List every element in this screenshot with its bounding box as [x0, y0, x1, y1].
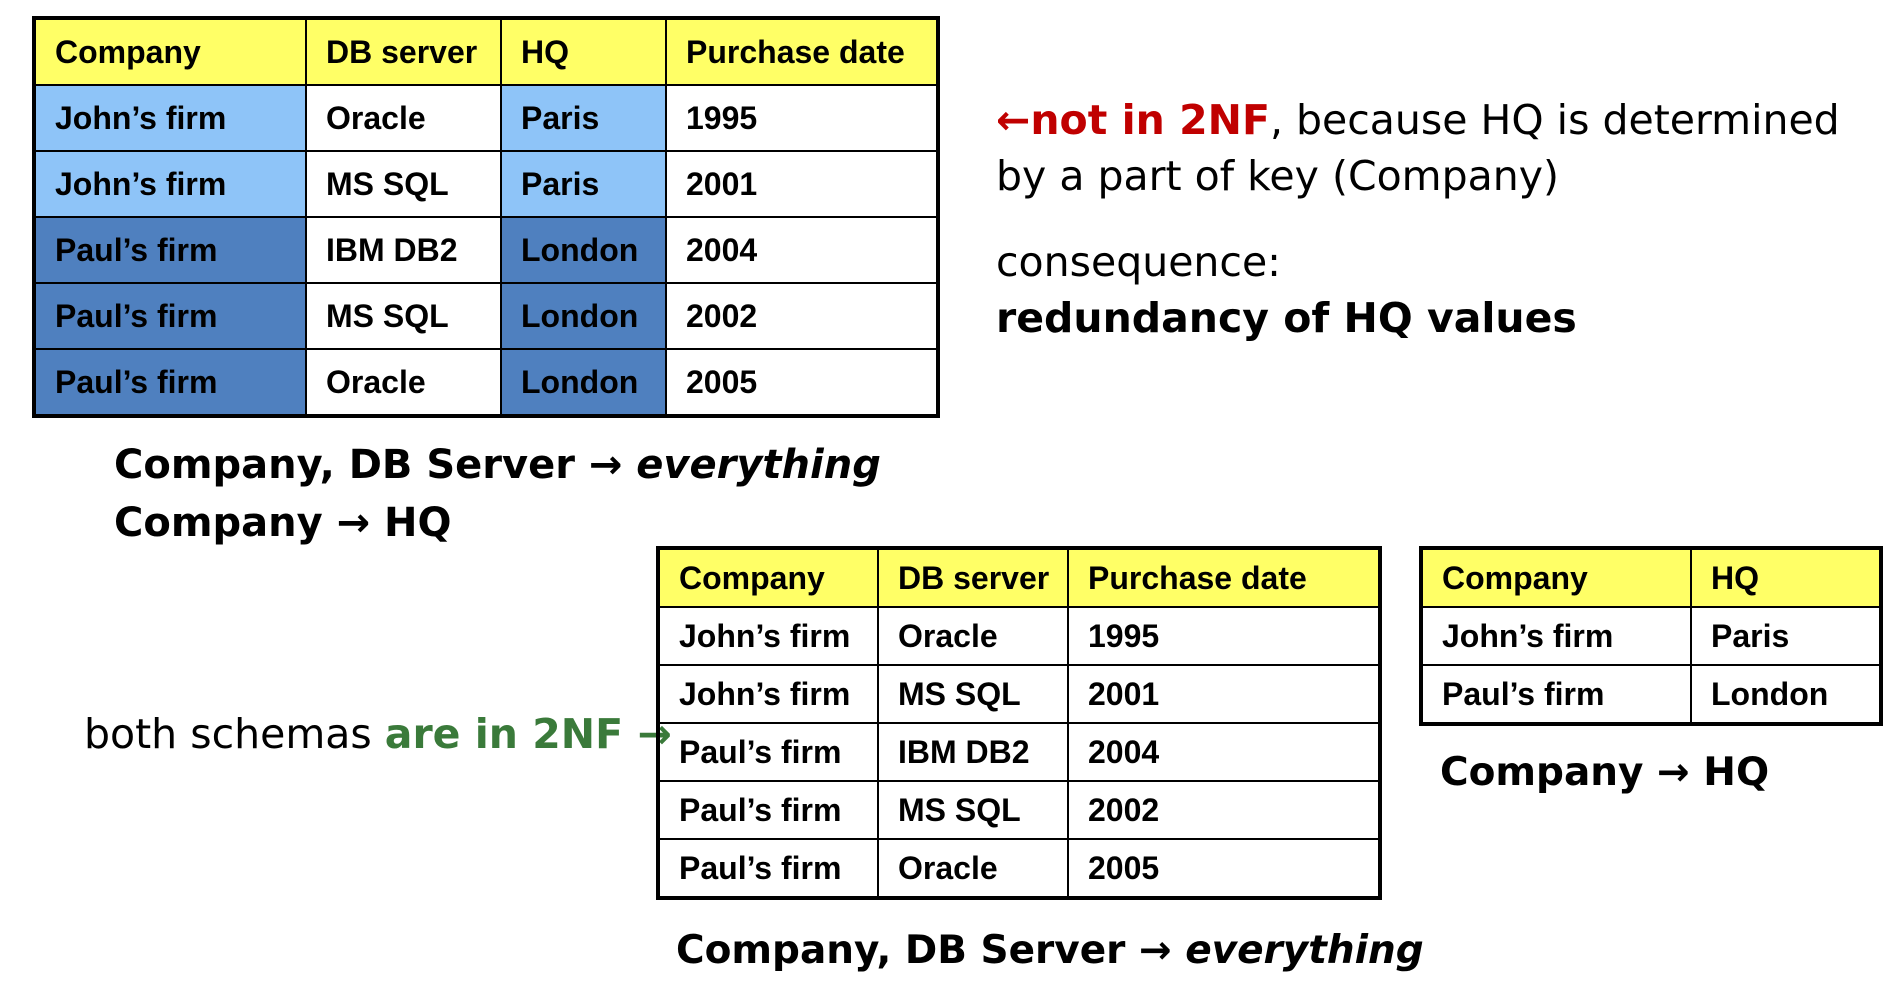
cell-db-server: IBM DB2 — [305, 216, 502, 284]
consequence-label: consequence: — [996, 238, 1281, 286]
cell-company: John’s firm — [33, 150, 307, 218]
table-row: Paul’s firm MS SQL 2002 — [657, 780, 1381, 840]
cell-hq: London — [500, 282, 667, 350]
fd-main-lhs: Company, DB Server → — [114, 442, 623, 488]
table-row: Paul’s firm IBM DB2 London 2004 — [33, 216, 939, 284]
not-2nf-line-2: by a part of key (Company) — [996, 152, 1559, 200]
cell-hq: London — [500, 348, 667, 417]
header-hq: HQ — [500, 17, 667, 86]
redundancy-text: redundancy of HQ values — [996, 294, 1577, 342]
header-db-server: DB server — [877, 547, 1069, 608]
table-row: John’s firm Paris — [1420, 606, 1882, 666]
fd-left-everything: everything — [1185, 928, 1424, 973]
fd-left-lhs: Company, DB Server → — [676, 928, 1172, 973]
cell-company: John’s firm — [1420, 606, 1692, 666]
table-row: Paul’s firm MS SQL London 2002 — [33, 282, 939, 350]
cell-purchase-date: 2004 — [1067, 722, 1381, 782]
header-purchase-date: Purchase date — [665, 17, 939, 86]
cell-company: Paul’s firm — [33, 348, 307, 417]
table-row: John’s firm MS SQL Paris 2001 — [33, 150, 939, 218]
header-company: Company — [657, 547, 879, 608]
main-table: Company DB server HQ Purchase date John’… — [32, 16, 940, 418]
cell-purchase-date: 2005 — [1067, 838, 1381, 899]
cell-db-server: MS SQL — [305, 150, 502, 218]
cell-purchase-date: 2002 — [665, 282, 939, 350]
cell-hq: Paris — [1690, 606, 1882, 666]
cell-purchase-date: 2001 — [1067, 664, 1381, 724]
cell-hq: London — [1690, 664, 1882, 725]
cell-company: Paul’s firm — [1420, 664, 1692, 725]
not-in-2nf-text: not in 2NF — [1030, 96, 1270, 144]
because-text: , because HQ is determined — [1269, 96, 1840, 144]
not-2nf-annotation: ←not in 2NF, because HQ is determined by… — [996, 92, 1840, 204]
cell-hq: London — [500, 216, 667, 284]
header-purchase-date: Purchase date — [1067, 547, 1381, 608]
left-arrow-icon: ← — [996, 96, 1031, 144]
fd-left: Company, DB Server → everything — [676, 928, 1424, 973]
decomposed-table-hq: Company HQ John’s firm Paris Paul’s firm… — [1419, 546, 1883, 726]
cell-hq: Paris — [500, 84, 667, 152]
cell-company: John’s firm — [657, 606, 879, 666]
decomposed-table-purchases: Company DB server Purchase date John’s f… — [656, 546, 1382, 900]
cell-db-server: Oracle — [305, 348, 502, 417]
table-row: Paul’s firm Oracle 2005 — [657, 838, 1381, 899]
cell-company: Paul’s firm — [657, 722, 879, 782]
cell-company: Paul’s firm — [657, 780, 879, 840]
both-schemas-prefix: both schemas — [84, 710, 385, 758]
cell-db-server: MS SQL — [877, 664, 1069, 724]
fd-right: Company → HQ — [1440, 750, 1770, 795]
table-header-row: Company DB server HQ Purchase date — [33, 17, 939, 86]
cell-purchase-date: 2004 — [665, 216, 939, 284]
cell-purchase-date: 1995 — [1067, 606, 1381, 666]
are-in-2nf-text: are in 2NF → — [384, 710, 672, 758]
cell-db-server: IBM DB2 — [877, 722, 1069, 782]
table-row: Paul’s firm IBM DB2 2004 — [657, 722, 1381, 782]
cell-purchase-date: 2005 — [665, 348, 939, 417]
table-row: Paul’s firm Oracle London 2005 — [33, 348, 939, 417]
cell-purchase-date: 2002 — [1067, 780, 1381, 840]
both-schemas-annotation: both schemas are in 2NF → — [84, 710, 672, 758]
table-row: John’s firm Oracle Paris 1995 — [33, 84, 939, 152]
header-company: Company — [1420, 547, 1692, 608]
table-row: John’s firm MS SQL 2001 — [657, 664, 1381, 724]
fd-main-line-1: Company, DB Server → everything — [114, 442, 881, 488]
table-row: Paul’s firm London — [1420, 664, 1882, 725]
cell-company: John’s firm — [33, 84, 307, 152]
cell-db-server: Oracle — [877, 838, 1069, 899]
fd-main-line-2: Company → HQ — [114, 500, 452, 546]
cell-db-server: MS SQL — [305, 282, 502, 350]
cell-hq: Paris — [500, 150, 667, 218]
header-db-server: DB server — [305, 17, 502, 86]
table-header-row: Company DB server Purchase date — [657, 547, 1381, 608]
cell-company: Paul’s firm — [33, 216, 307, 284]
cell-company: Paul’s firm — [657, 838, 879, 899]
header-company: Company — [33, 17, 307, 86]
fd-main-everything: everything — [636, 442, 881, 488]
cell-db-server: Oracle — [877, 606, 1069, 666]
cell-db-server: Oracle — [305, 84, 502, 152]
cell-purchase-date: 1995 — [665, 84, 939, 152]
cell-db-server: MS SQL — [877, 780, 1069, 840]
cell-company: John’s firm — [657, 664, 879, 724]
header-hq: HQ — [1690, 547, 1882, 608]
cell-company: Paul’s firm — [33, 282, 307, 350]
table-header-row: Company HQ — [1420, 547, 1882, 608]
not-2nf-line-1: ←not in 2NF, because HQ is determined — [996, 92, 1840, 148]
table-row: John’s firm Oracle 1995 — [657, 606, 1381, 666]
cell-purchase-date: 2001 — [665, 150, 939, 218]
